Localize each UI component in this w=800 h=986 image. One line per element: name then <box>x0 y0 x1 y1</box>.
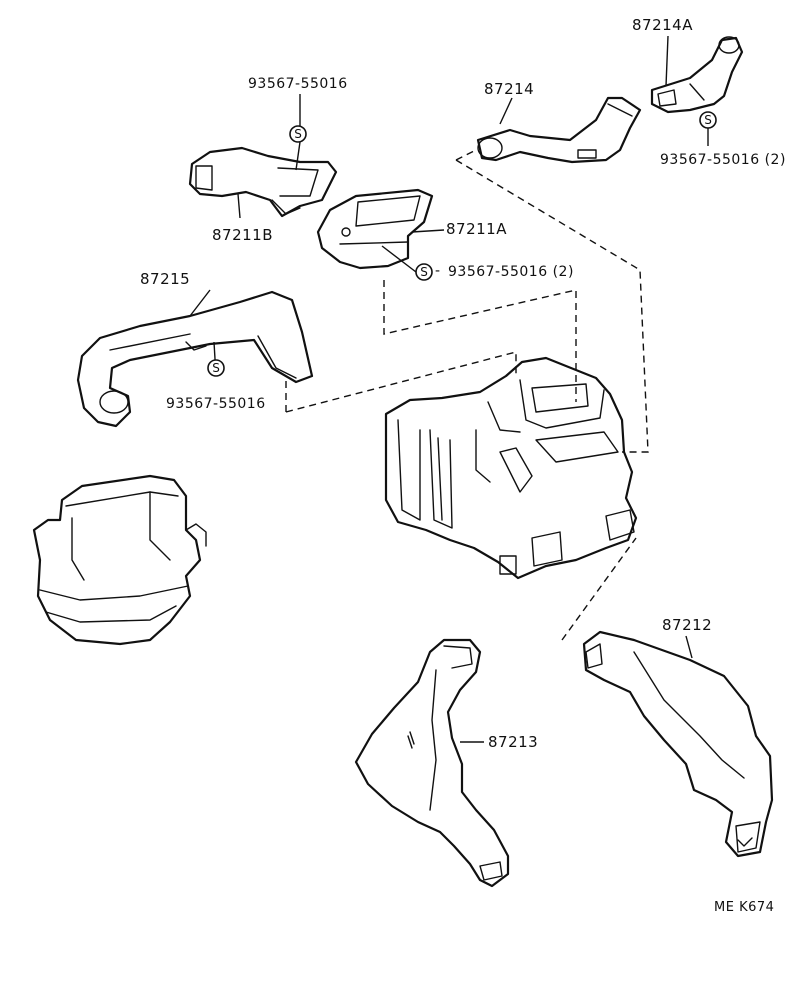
duct-87214A <box>650 36 744 114</box>
part-label-87211B: 87211B <box>212 226 274 244</box>
screw-label-top-left: 93567-55016 <box>248 76 348 92</box>
part-label-87215: 87215 <box>140 270 191 288</box>
screw-symbol-left: S <box>207 359 225 377</box>
part-label-87211A: 87211A <box>446 220 507 238</box>
main-assembly <box>384 356 638 580</box>
leader-lines <box>189 35 709 743</box>
screw-dash: - <box>435 263 441 279</box>
duct-87214 <box>476 96 642 164</box>
duct-87212 <box>582 630 774 858</box>
svg-text:S: S <box>294 127 302 141</box>
svg-text:S: S <box>704 113 712 127</box>
duct-87211A <box>316 188 434 270</box>
duct-87211B <box>188 146 338 218</box>
part-label-87214A: 87214A <box>632 16 693 34</box>
dashed-connections <box>285 149 649 641</box>
screw-label-right-top: 93567-55016 (2) <box>660 152 786 168</box>
duct-87215 <box>76 290 314 428</box>
part-label-87213: 87213 <box>488 733 539 751</box>
screw-symbol-right-top: S <box>699 111 717 129</box>
diagram-code: ME K674 <box>714 900 775 915</box>
screw-label-middle: 93567-55016 (2) <box>448 264 574 280</box>
heater-unit-left <box>32 474 207 646</box>
screw-symbol-top-left: S <box>289 125 307 143</box>
screw-label-left: 93567-55016 <box>166 396 266 412</box>
part-label-87212: 87212 <box>662 616 713 634</box>
screw-symbol-middle: S <box>415 263 433 281</box>
part-label-87214: 87214 <box>484 80 535 98</box>
svg-text:S: S <box>420 265 428 279</box>
duct-87213 <box>354 638 510 888</box>
svg-text:S: S <box>212 361 220 375</box>
